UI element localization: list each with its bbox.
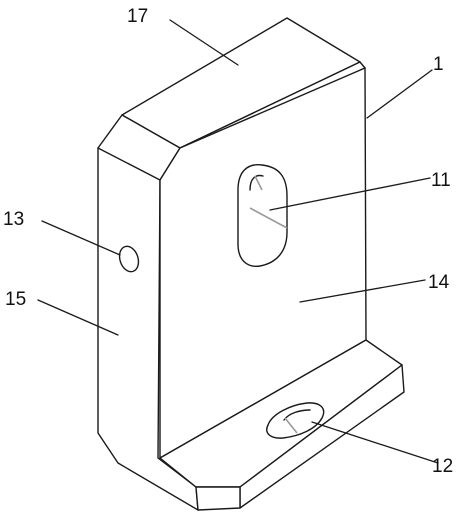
slot-12: [266, 402, 325, 439]
leader-13: [41, 220, 121, 256]
base-front-face: [195, 486, 241, 511]
leader-14: [299, 279, 426, 303]
callout-labels: 17 1 11 13 15 14 12: [3, 6, 453, 477]
base-slot: [266, 402, 325, 439]
callout-12: 12: [432, 456, 453, 477]
leader-lines: [37, 19, 439, 464]
callout-13: 13: [3, 209, 24, 230]
leader-1: [366, 69, 433, 119]
slot-inner-wall: [249, 174, 264, 191]
leader-15: [37, 299, 119, 336]
leader-11: [269, 177, 431, 211]
slot-hidden-edge: [249, 207, 288, 229]
callout-17: 17: [127, 6, 148, 27]
callout-11: 11: [431, 170, 451, 191]
callout-1: 1: [433, 54, 444, 75]
leader-12: [311, 421, 439, 464]
leader-17: [169, 19, 239, 66]
left-chamfer-edge: [97, 147, 161, 181]
slot-hidden-edge-2: [254, 175, 263, 191]
callout-14: 14: [428, 272, 450, 293]
base-slot-hidden-edge: [284, 417, 298, 434]
callout-15: 15: [5, 289, 26, 310]
bracket-part: [97, 17, 405, 511]
slot-11: [237, 164, 288, 267]
side-hole: [118, 245, 140, 273]
